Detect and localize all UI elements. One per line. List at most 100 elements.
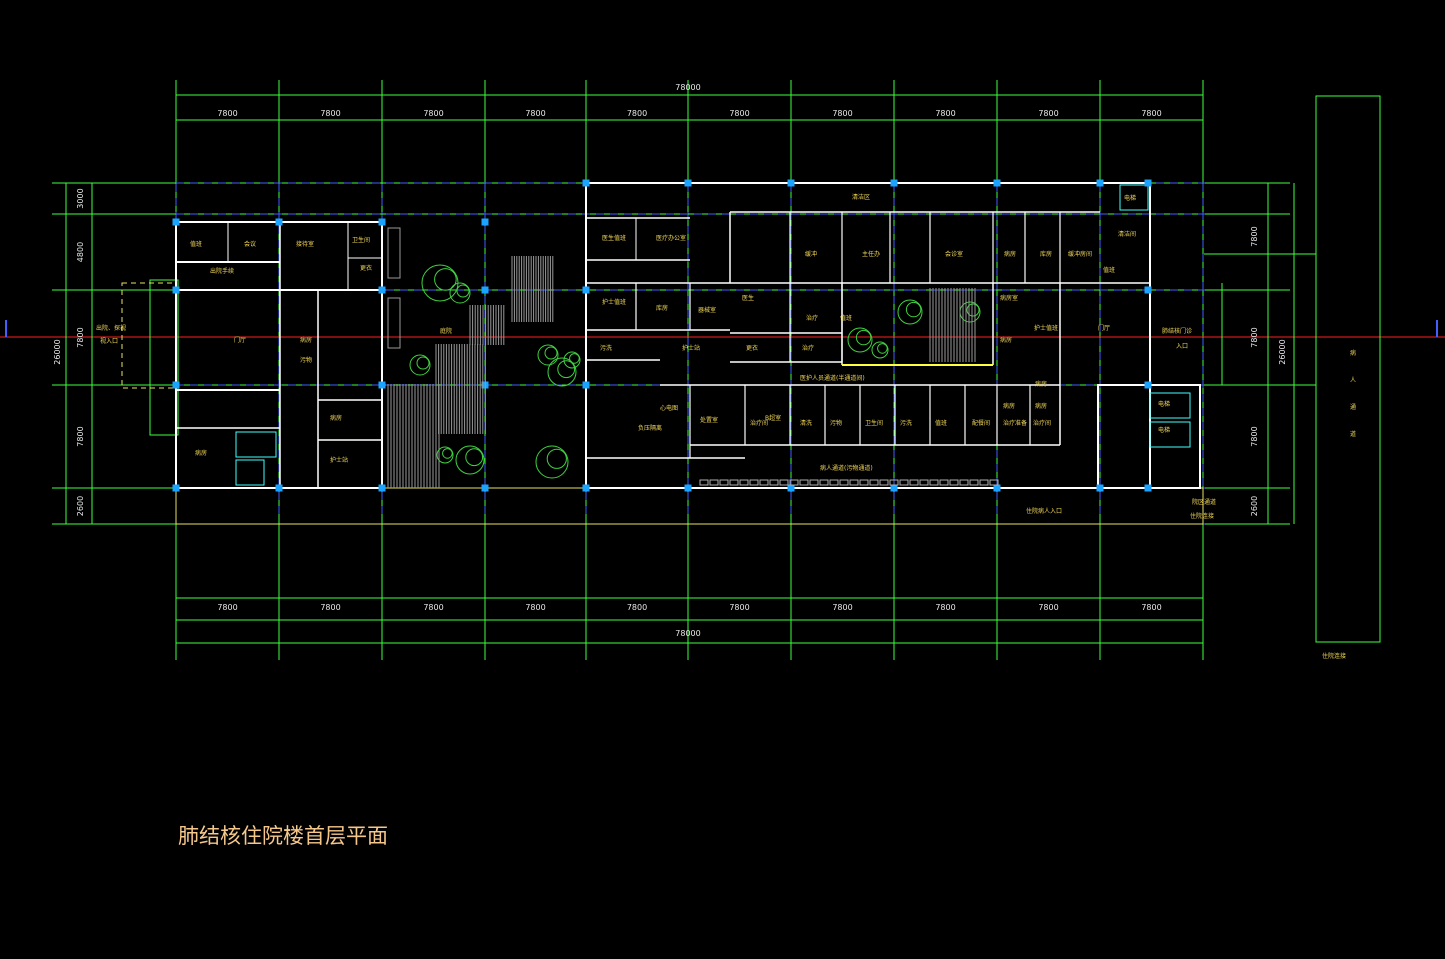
tree xyxy=(544,346,558,360)
dim-top-bay: 7800 xyxy=(729,109,749,118)
axis-grid xyxy=(0,80,1445,660)
room-label: 心电图 xyxy=(660,404,678,412)
elevator xyxy=(235,459,265,486)
room-label: 接待室 xyxy=(296,240,314,248)
dim-right-bay: 7800 xyxy=(1250,426,1259,446)
tree xyxy=(465,448,484,467)
dim-right-bay: 7800 xyxy=(1250,226,1259,246)
column xyxy=(582,381,590,389)
tree xyxy=(905,301,922,318)
column xyxy=(481,286,489,294)
bench-seat xyxy=(819,479,829,486)
room-label: 病房 xyxy=(330,414,342,422)
column xyxy=(172,286,180,294)
dim-bottom-bay: 7800 xyxy=(832,603,852,612)
tree xyxy=(436,446,454,464)
room-label: 缓冲房间 xyxy=(1068,250,1092,258)
room-label: 病房 xyxy=(1003,402,1015,410)
column xyxy=(172,484,180,492)
dim-top-bay: 7800 xyxy=(832,109,852,118)
bench-seat xyxy=(809,479,819,486)
bottom-link-label: 院区通道 xyxy=(1192,498,1216,506)
room-label: 清洁间 xyxy=(1118,230,1136,238)
room-label: 病房 xyxy=(1035,402,1047,410)
dim-right-bay: 2600 xyxy=(1250,496,1259,516)
room-label: 更衣 xyxy=(746,344,758,352)
tree xyxy=(877,343,888,354)
bench xyxy=(387,297,401,349)
room-label: 治疗间 xyxy=(750,419,768,427)
courtyard-landscape xyxy=(387,227,999,488)
bench-seat xyxy=(989,479,999,486)
room-label: 器械室 xyxy=(698,306,716,314)
column xyxy=(481,218,489,226)
dim-top-bay: 7800 xyxy=(1038,109,1058,118)
dim-bottom-bay: 7800 xyxy=(1141,603,1161,612)
room-label: 清洗 xyxy=(800,419,812,427)
column xyxy=(172,218,180,226)
tree xyxy=(434,268,457,291)
column xyxy=(684,179,692,187)
tree xyxy=(557,360,576,379)
room-label: 会议 xyxy=(244,240,256,248)
tree xyxy=(546,448,567,469)
bench-seat xyxy=(919,479,929,486)
room-label: 治疗 xyxy=(802,344,814,352)
tree xyxy=(442,448,453,459)
column xyxy=(582,179,590,187)
dim-bottom-bay: 7800 xyxy=(217,603,237,612)
room-label: 病房 xyxy=(195,449,207,457)
column xyxy=(378,286,386,294)
dim-right-total: 26000 xyxy=(1278,339,1287,364)
room-label: 医生值班 xyxy=(602,234,626,242)
tree xyxy=(871,341,889,359)
label-north-top: 清洁区 xyxy=(852,193,870,201)
room-label: 护士站 xyxy=(682,344,700,352)
label-lobby: 门厅 xyxy=(234,336,246,344)
column xyxy=(684,484,692,492)
bench-seat xyxy=(869,479,879,486)
tree xyxy=(456,284,470,298)
tree xyxy=(855,329,872,346)
left-entrance-label: 出院、探视 xyxy=(96,324,126,332)
bench-seat xyxy=(969,479,979,486)
tree xyxy=(569,353,580,364)
tree xyxy=(563,351,581,369)
room-label: 缓冲 xyxy=(805,250,817,258)
dim-top-bay: 7800 xyxy=(423,109,443,118)
column xyxy=(1144,179,1152,187)
room-label: 卫生间 xyxy=(865,419,883,427)
bench-seat xyxy=(729,479,739,486)
right-entrance-label: 肺结核门诊 xyxy=(1162,327,1192,335)
right-column-char: 通 xyxy=(1350,403,1356,411)
dim-top-bay: 7800 xyxy=(525,109,545,118)
dimension-lines: 7800 7800 7800 7800 7800 7800 7800 7800 7800 7800… xyxy=(65,94,1295,644)
label-corridor: 医护人员通道(半通道间) xyxy=(800,374,865,382)
room-label: 值班 xyxy=(840,314,852,322)
drawing-title: 肺结核住院楼首层平面 xyxy=(178,824,388,848)
column xyxy=(1144,484,1152,492)
tree xyxy=(547,357,577,387)
tree xyxy=(455,445,485,475)
tree xyxy=(966,303,980,317)
room-label: 病房室 xyxy=(1000,294,1018,302)
bench-seat xyxy=(829,479,839,486)
dim-bottom-bay: 7800 xyxy=(729,603,749,612)
column xyxy=(378,218,386,226)
dim-left-bay: 7800 xyxy=(76,327,85,347)
column xyxy=(275,218,283,226)
room-label: 污洗 xyxy=(600,344,612,352)
room-label: 更衣 xyxy=(360,264,372,272)
column xyxy=(1096,179,1104,187)
dim-left-bay: 2600 xyxy=(76,496,85,516)
room-label: 主任办 xyxy=(862,250,880,258)
right-column-char: 病 xyxy=(1350,349,1356,357)
room-label: 卫生间 xyxy=(352,236,370,244)
room-label: 病房 xyxy=(300,336,312,344)
room-label: 会诊室 xyxy=(945,250,963,258)
tree xyxy=(897,299,923,325)
bench-seat xyxy=(719,479,729,486)
dim-left-bay: 7800 xyxy=(76,426,85,446)
bench-seat xyxy=(769,479,779,486)
bench-seat xyxy=(749,479,759,486)
